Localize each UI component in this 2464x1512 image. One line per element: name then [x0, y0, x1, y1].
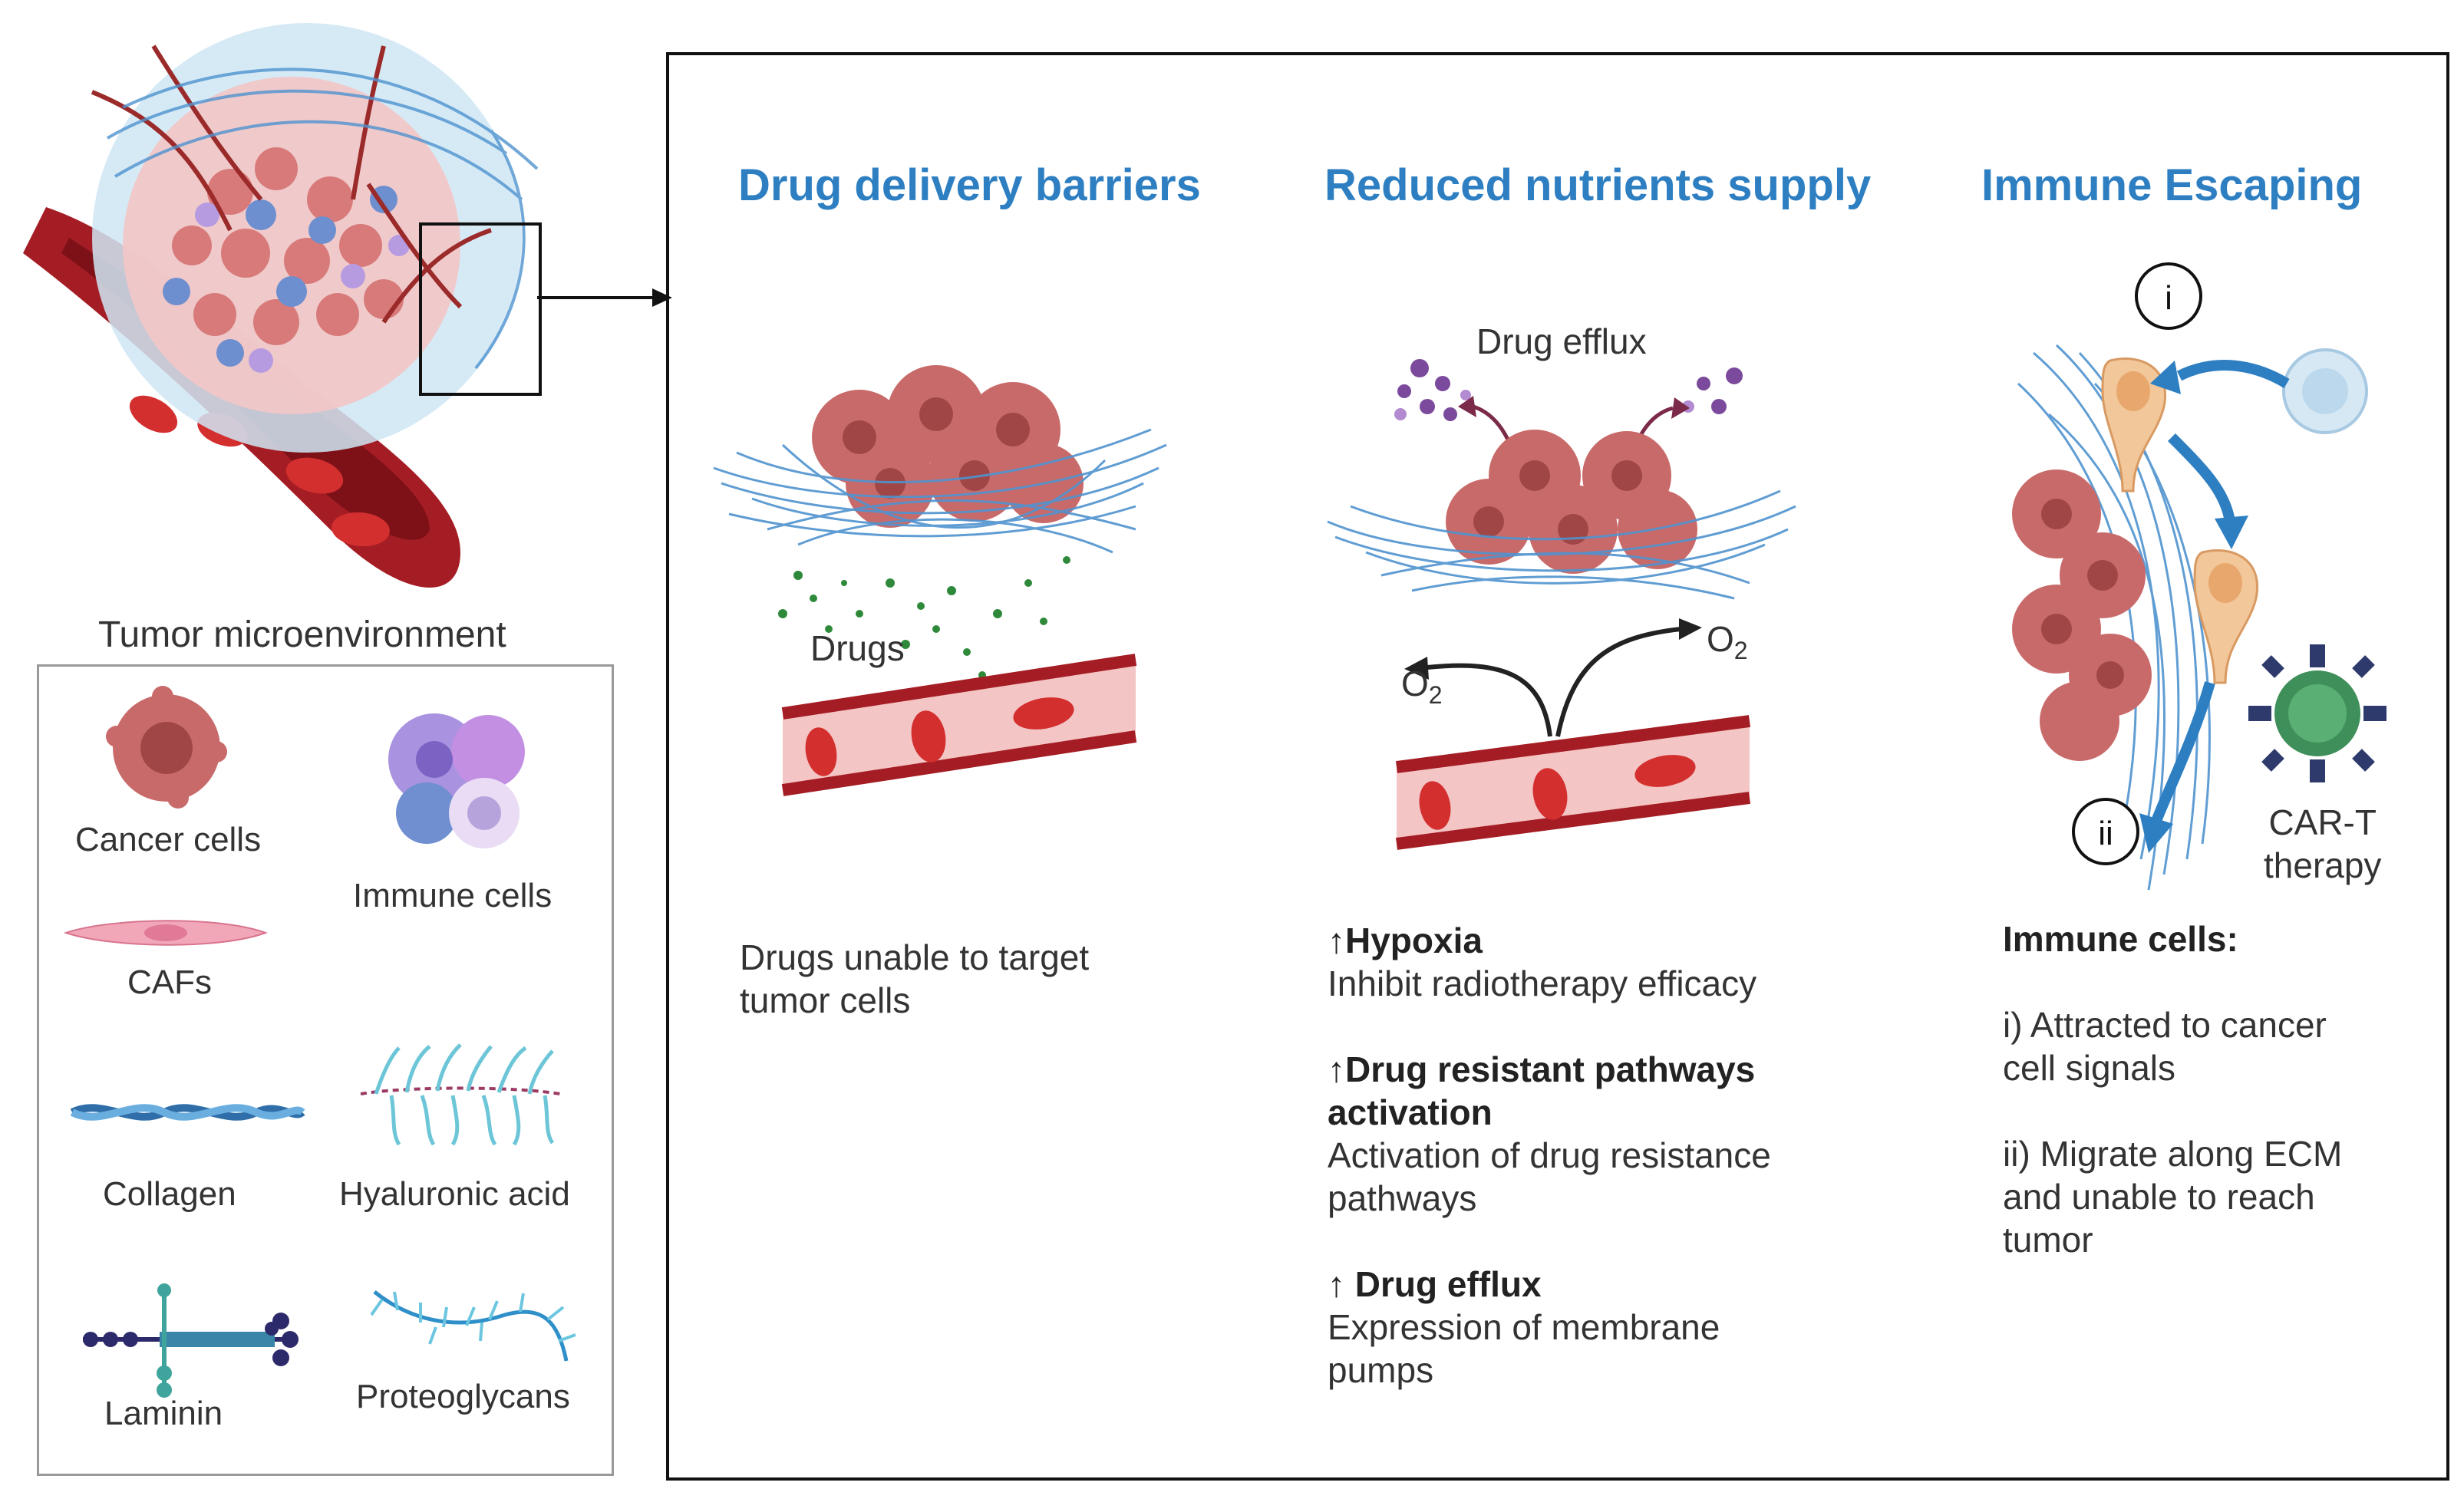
- immune-item-1-line1: i) Attracted to cancer: [2003, 1005, 2327, 1045]
- drug-delivery-desc-line2: tumor cells: [740, 980, 911, 1020]
- panel-title-drug-delivery: Drug delivery barriers: [738, 160, 1201, 210]
- immune-item-2-line2: and unable to reach: [2003, 1177, 2315, 1217]
- cart-label: CAR-T therapy: [2264, 801, 2381, 887]
- nutrient-point-hypoxia: ↑Hypoxia Inhibit radiotherapy efficacy: [1328, 919, 1849, 1005]
- marker-i: i: [2135, 262, 2202, 330]
- drug-delivery-desc-line1: Drugs unable to target: [740, 937, 1090, 977]
- immune-heading: Immune cells:: [2003, 919, 2238, 959]
- drugs-label: Drugs: [810, 628, 905, 668]
- nutrients-points: ↑Hypoxia Inhibit radiotherapy efficacy ↑…: [1328, 919, 1849, 1392]
- legend-label-collagen: Collagen: [103, 1175, 236, 1213]
- nutrient-point-efflux: ↑ Drug efflux Expression of membrane pum…: [1328, 1263, 1849, 1392]
- o2-symbol-right: O: [1707, 619, 1734, 659]
- cancer-cell-icon: [106, 686, 227, 809]
- point-arrow: ↑: [1328, 1264, 1345, 1304]
- marker-ii: ii: [2072, 798, 2139, 865]
- immune-item-2: ii) Migrate along ECM and unable to reac…: [2003, 1132, 2433, 1261]
- nutrient-point-pathways: ↑Drug resistant pathways activation Acti…: [1328, 1048, 1849, 1220]
- point-heading: Hypoxia: [1345, 921, 1483, 960]
- cart-label-line2: therapy: [2264, 845, 2382, 885]
- o2-label-right: O2: [1707, 618, 1748, 665]
- laminin-icon: [83, 1283, 299, 1398]
- panel-title-nutrients: Reduced nutrients supply: [1324, 160, 1872, 210]
- point-text: Expression of membrane: [1328, 1307, 1720, 1347]
- drug-delivery-illustration: [713, 365, 1167, 796]
- panel-title-immune: Immune Escaping: [1981, 160, 2363, 210]
- cart-label-line1: CAR-T: [2268, 802, 2377, 842]
- tumor-illustration: [23, 23, 542, 588]
- point-heading: Drug resistant pathways: [1345, 1049, 1756, 1089]
- caf-icon: [63, 920, 268, 946]
- collagen-icon: [70, 1104, 305, 1121]
- point-arrow: ↑: [1328, 1049, 1345, 1089]
- legend-label-proteoglycans: Proteoglycans: [356, 1378, 570, 1415]
- o2-sub-right: 2: [1733, 637, 1748, 665]
- point-text-line2: pathways: [1328, 1178, 1477, 1218]
- point-heading-line2: activation: [1328, 1092, 1493, 1132]
- legend-label-cancer: Cancer cells: [75, 821, 262, 858]
- point-text-line2: pumps: [1328, 1350, 1434, 1390]
- tme-label: Tumor microenvironment: [98, 614, 506, 655]
- legend-box: [37, 664, 614, 1476]
- hyaluronic-acid-icon: [360, 1043, 561, 1146]
- immune-desc: Immune cells: i) Attracted to cancer cel…: [2003, 917, 2433, 1261]
- legend-label-hyaluronic: Hyaluronic acid: [339, 1175, 570, 1213]
- nutrients-illustration: [1327, 359, 1796, 850]
- proteoglycans-icon: [370, 1290, 576, 1362]
- o2-sub-left: 2: [1428, 681, 1443, 710]
- immune-item-2-line3: tumor: [2003, 1220, 2093, 1260]
- drug-efflux-label: Drug efflux: [1476, 321, 1647, 361]
- immune-cells-icon: [388, 713, 525, 848]
- immune-item-1: i) Attracted to cancer cell signals: [2003, 1003, 2433, 1089]
- point-text: Inhibit radiotherapy efficacy: [1328, 964, 1757, 1003]
- immune-item-2-line1: ii) Migrate along ECM: [2003, 1134, 2343, 1174]
- point-text: Activation of drug resistance: [1328, 1135, 1771, 1175]
- legend-label-laminin: Laminin: [104, 1395, 223, 1432]
- zoom-arrow: [537, 288, 672, 307]
- main-panel: [666, 52, 2449, 1481]
- immune-item-1-line2: cell signals: [2003, 1048, 2175, 1088]
- point-arrow: ↑: [1328, 921, 1345, 960]
- point-heading: Drug efflux: [1345, 1264, 1542, 1304]
- o2-label-left: O2: [1401, 663, 1443, 710]
- legend-label-cafs: CAFs: [127, 964, 212, 1001]
- o2-symbol-left: O: [1401, 664, 1429, 703]
- legend-label-immune: Immune cells: [353, 877, 553, 914]
- drug-delivery-desc: Drugs unable to target tumor cells: [740, 936, 1089, 1022]
- immune-escape-illustration: [2012, 344, 2386, 891]
